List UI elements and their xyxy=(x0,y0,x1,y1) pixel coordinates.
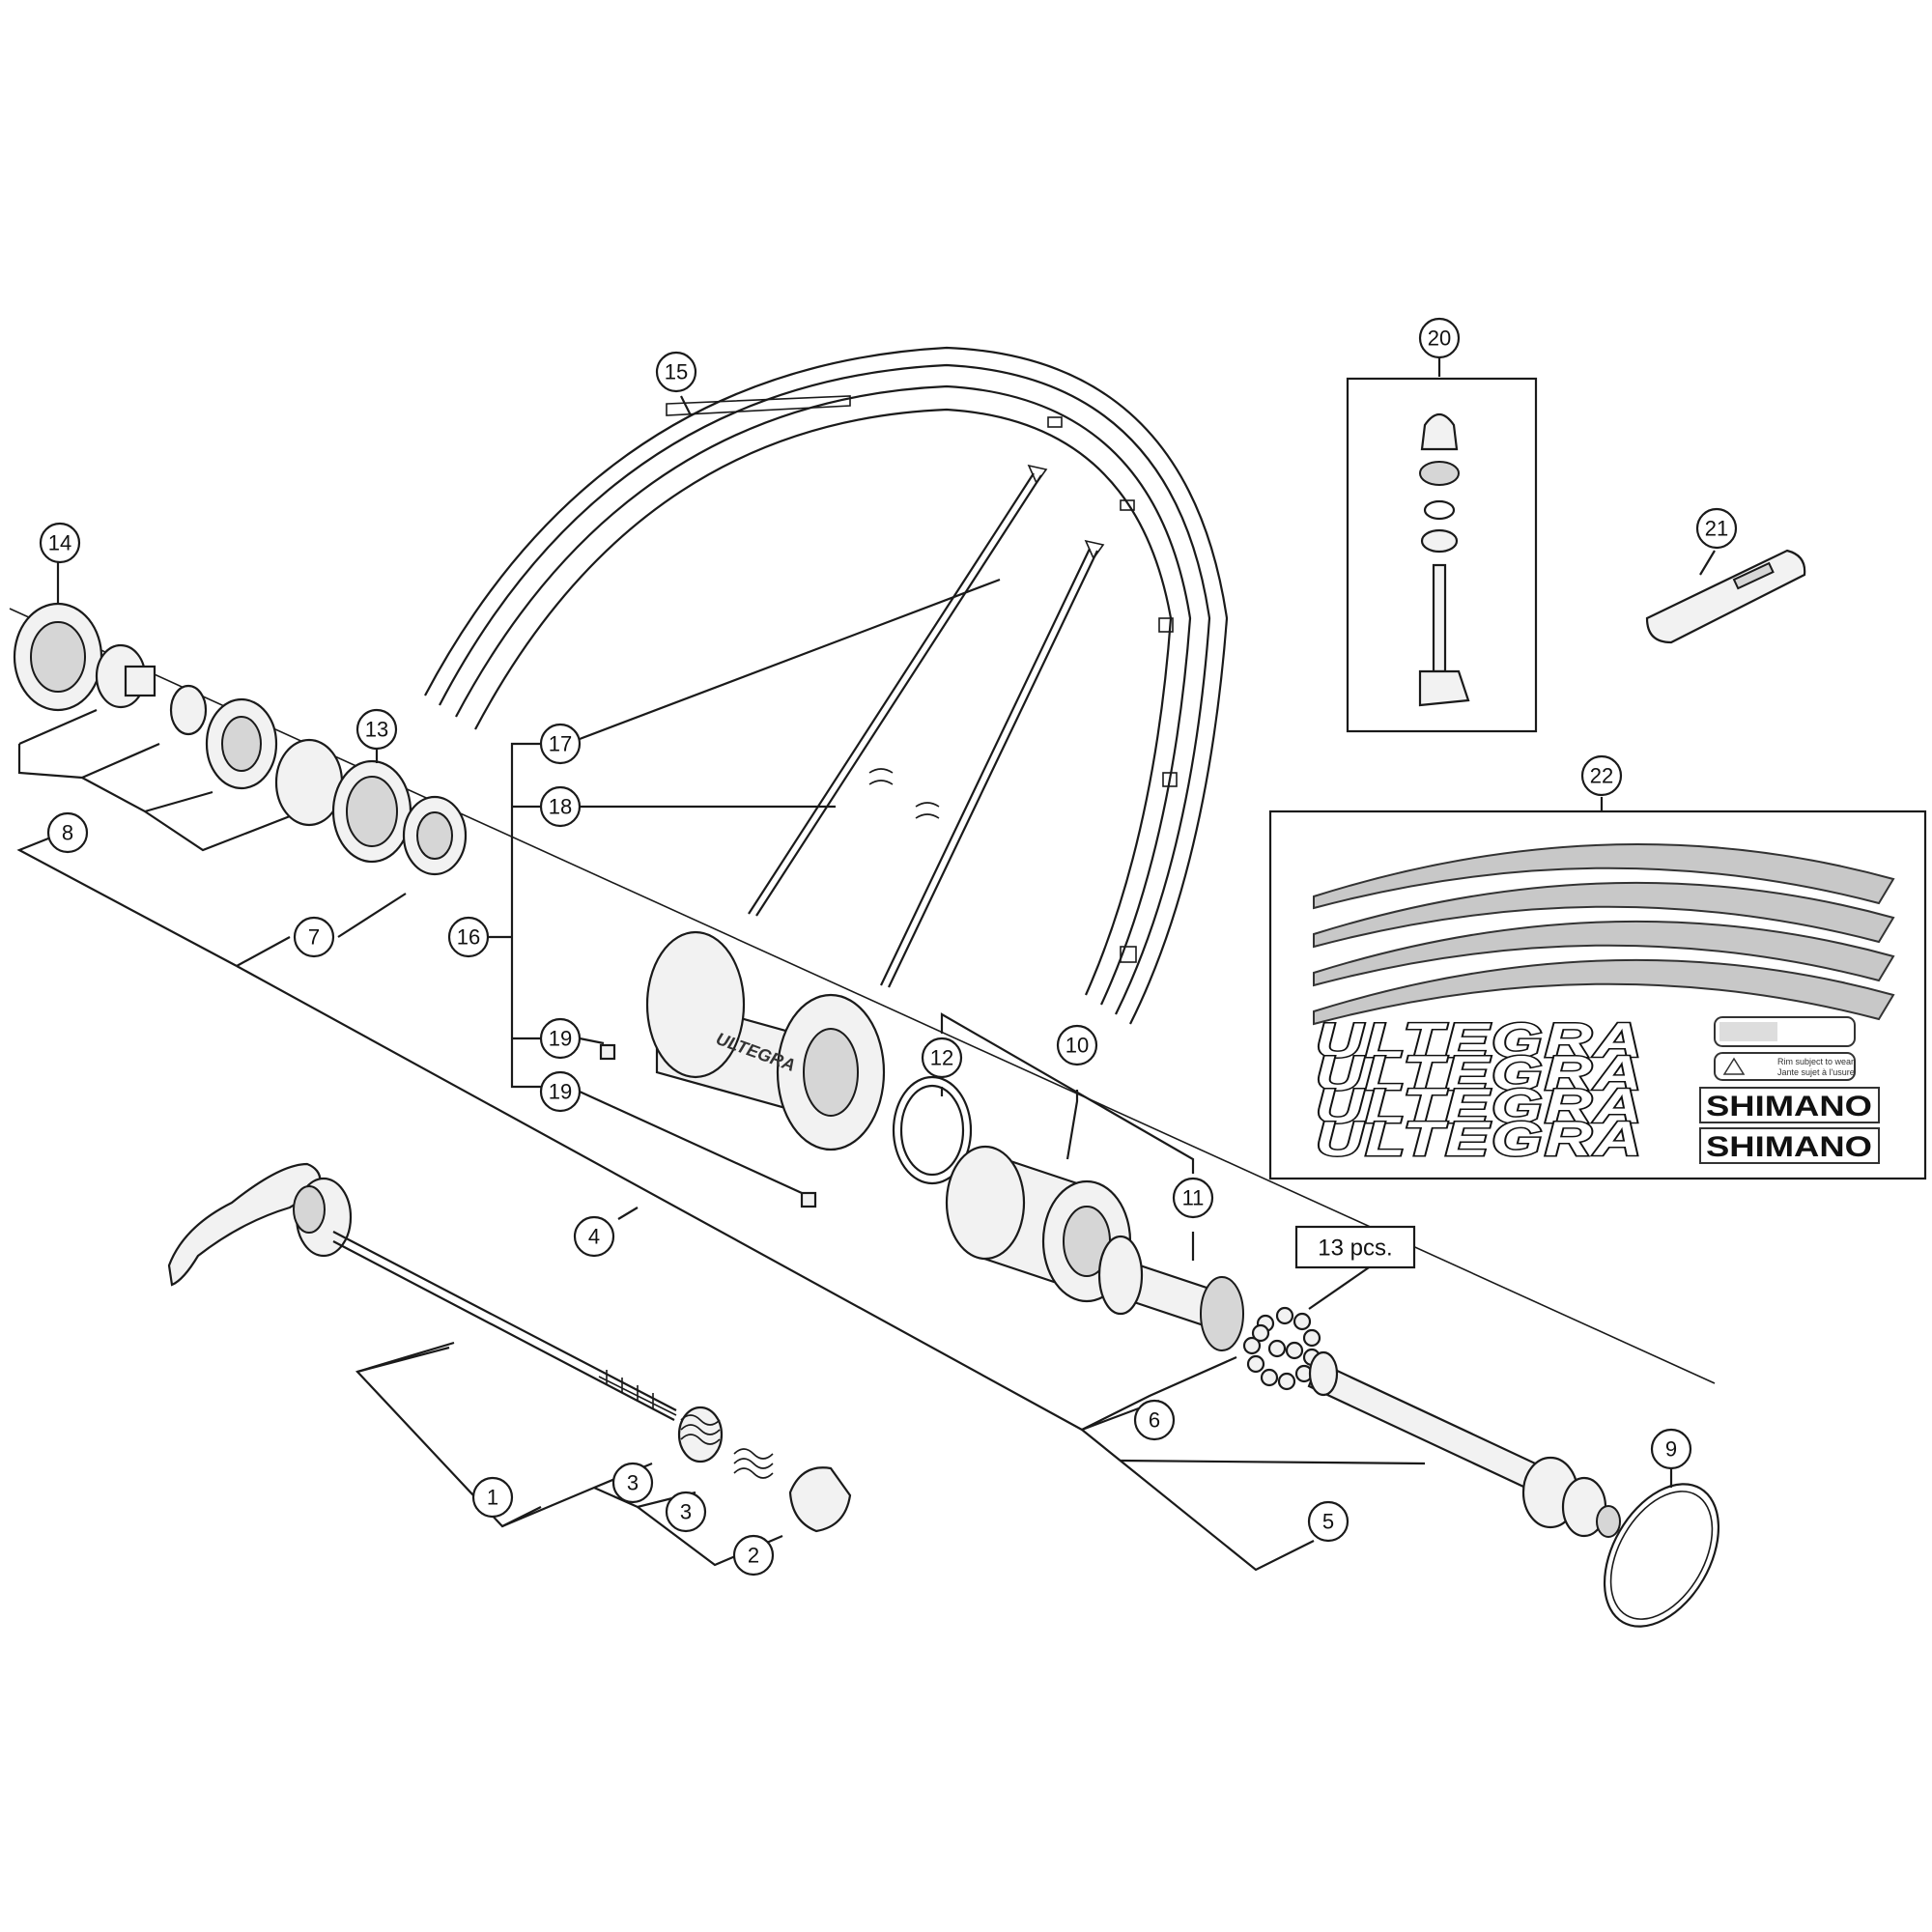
callout-9: 9 xyxy=(1650,1428,1692,1470)
o-ring xyxy=(1603,1483,1720,1628)
callout-7: 7 xyxy=(293,916,335,958)
svg-text:11: 11 xyxy=(1182,1186,1205,1210)
callout-19b: 19 xyxy=(539,1070,582,1113)
axle-centerline xyxy=(9,608,1716,1384)
svg-text:14: 14 xyxy=(48,531,71,555)
freehub-parts xyxy=(892,1075,1244,1351)
left-side-parts xyxy=(13,602,468,876)
svg-text:20: 20 xyxy=(1428,327,1451,351)
callout-4: 4 xyxy=(573,1215,615,1258)
valve-box xyxy=(1346,377,1538,733)
callout-14: 14 xyxy=(39,522,81,564)
svg-text:10: 10 xyxy=(1065,1034,1089,1058)
ultegra-decal-4: ULTEGRA xyxy=(1316,1112,1644,1166)
svg-text:21: 21 xyxy=(1705,517,1728,541)
callout-22: 22 xyxy=(1580,754,1623,797)
svg-text:3: 3 xyxy=(627,1471,639,1495)
callout-11: 11 xyxy=(1172,1177,1214,1219)
callout-17: 17 xyxy=(539,723,582,765)
balls-count-text: 13 pcs. xyxy=(1318,1236,1392,1262)
bearing-balls xyxy=(1242,1306,1321,1391)
shimano-decal-1: SHIMANO xyxy=(1706,1091,1872,1122)
rim xyxy=(424,346,1229,1025)
leader-lines xyxy=(16,357,1716,1572)
svg-text:17: 17 xyxy=(549,732,572,756)
shimano-decal-2: SHIMANO xyxy=(1706,1131,1872,1163)
warning-text-1: Rim subject to wear xyxy=(1777,1057,1854,1066)
callout-21: 21 xyxy=(1695,507,1738,550)
svg-text:19: 19 xyxy=(549,1080,572,1104)
svg-text:19: 19 xyxy=(549,1027,572,1051)
svg-text:22: 22 xyxy=(1590,764,1613,788)
callout-3a: 3 xyxy=(611,1462,654,1504)
quick-release xyxy=(167,1162,852,1533)
svg-text:8: 8 xyxy=(62,821,73,845)
balls-count-label: 13 pcs. xyxy=(1294,1225,1416,1269)
callout-1: 1 xyxy=(471,1476,514,1519)
callout-3b: 3 xyxy=(665,1491,707,1533)
spoke-wrench xyxy=(1645,549,1806,644)
warning-label xyxy=(1714,1052,1856,1081)
hub-shell: ULTEGRA xyxy=(599,930,886,1208)
ultegra-decal-3: ULTEGRA xyxy=(1316,1079,1644,1133)
hub-axle xyxy=(1307,1350,1621,1538)
ultegra-decal-1: ULTEGRA xyxy=(1316,1013,1644,1067)
callout-16: 16 xyxy=(447,916,490,958)
svg-text:16: 16 xyxy=(457,925,480,950)
ultegra-decal-2: ULTEGRA xyxy=(1316,1046,1644,1100)
warning-text-2: Jante sujet à l'usure xyxy=(1777,1067,1855,1077)
callout-5: 5 xyxy=(1307,1500,1350,1543)
callout-20: 20 xyxy=(1418,317,1461,359)
callout-8: 8 xyxy=(46,811,89,854)
callout-2: 2 xyxy=(732,1534,775,1577)
svg-text:15: 15 xyxy=(665,360,688,384)
svg-text:13: 13 xyxy=(365,718,388,742)
spokes xyxy=(748,464,1105,988)
callout-12: 12 xyxy=(921,1037,963,1079)
svg-text:18: 18 xyxy=(549,795,572,819)
svg-text:9: 9 xyxy=(1665,1437,1677,1462)
callout-6: 6 xyxy=(1133,1399,1176,1441)
svg-text:5: 5 xyxy=(1322,1510,1334,1534)
callout-10: 10 xyxy=(1056,1024,1098,1066)
svg-text:12: 12 xyxy=(930,1046,953,1070)
callout-15: 15 xyxy=(655,351,697,393)
callout-18: 18 xyxy=(539,785,582,828)
svg-text:2: 2 xyxy=(748,1544,759,1568)
svg-text:1: 1 xyxy=(487,1486,498,1510)
decal-box: ULTEGRA ULTEGRA ULTEGRA ULTEGRA Rim subj… xyxy=(1268,810,1927,1180)
callout-13: 13 xyxy=(355,708,398,751)
svg-text:6: 6 xyxy=(1149,1408,1160,1433)
svg-text:4: 4 xyxy=(588,1225,600,1249)
callout-19a: 19 xyxy=(539,1017,582,1060)
svg-text:3: 3 xyxy=(680,1500,692,1524)
svg-text:7: 7 xyxy=(308,925,320,950)
